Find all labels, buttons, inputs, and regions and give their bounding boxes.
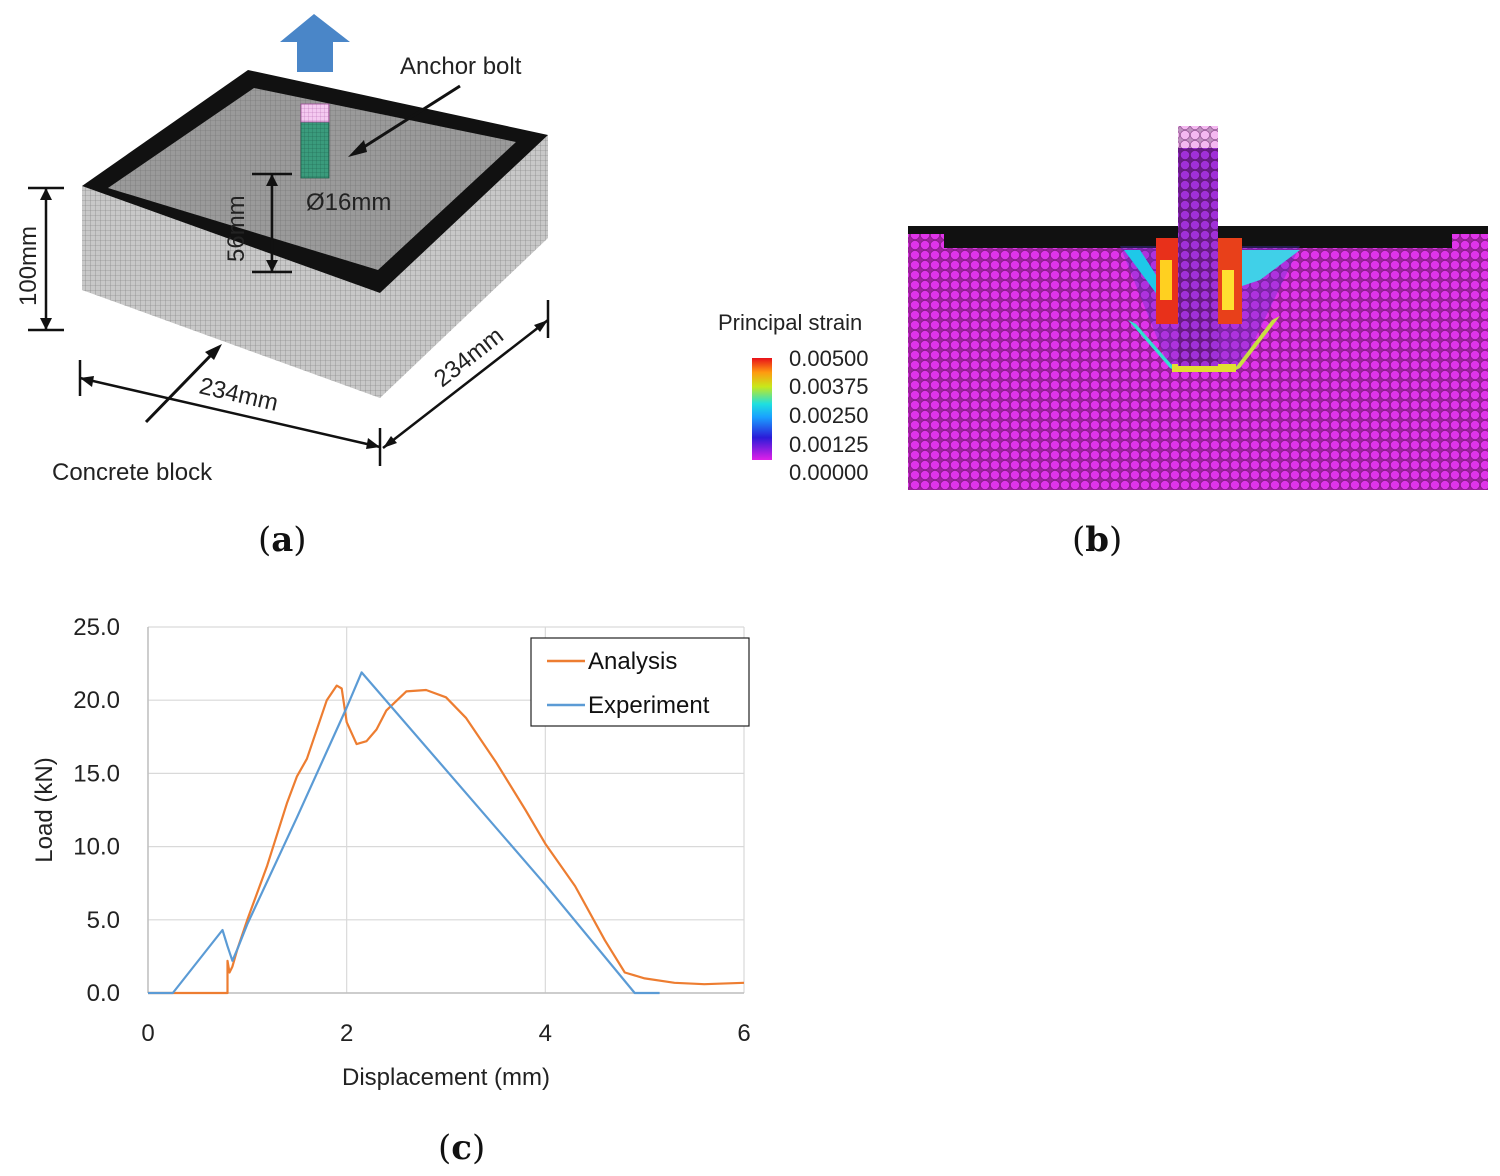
concrete-block-label: Concrete block <box>52 459 213 486</box>
legend-tick: 0.00250 <box>789 403 869 428</box>
legend-tick: 0.00125 <box>789 432 869 457</box>
x-tick-label: 6 <box>737 1020 750 1047</box>
anchor-bolt-shaft <box>300 121 330 179</box>
y-axis-title: Load (kN) <box>31 757 58 862</box>
block-top-mesh <box>108 88 516 270</box>
bolt-head-particles <box>1178 126 1218 148</box>
block-side-face <box>380 135 548 398</box>
y-tick-label: 25.0 <box>73 614 120 641</box>
failure-cone-band-right <box>1232 316 1280 372</box>
x-tick-label: 0 <box>141 1020 154 1047</box>
anchor-bolt-label: Anchor bolt <box>400 53 522 80</box>
legend-tick: 0.00375 <box>789 374 869 399</box>
legend-color-bar <box>752 358 772 460</box>
y-tick-label: 10.0 <box>73 834 120 861</box>
pull-arrow-icon <box>280 14 350 72</box>
diameter-label: Ø16mm <box>306 189 391 216</box>
panel-a-block-model: Anchor bolt Ø16mm 56mm 100mm 234mm 234mm… <box>15 14 550 486</box>
legend-tick: 0.00000 <box>789 460 869 485</box>
width-front-label: 234mm <box>197 373 281 417</box>
height-label: 100mm <box>15 226 42 306</box>
y-tick-label: 5.0 <box>87 907 120 934</box>
x-axis-title: Displacement (mm) <box>342 1064 550 1091</box>
anchor-bolt-head <box>300 103 330 123</box>
bolt-particles <box>1178 146 1218 366</box>
y-tick-label: 15.0 <box>73 760 120 787</box>
panel-c-load-displacement-chart: 0.0 5.0 10.0 15.0 20.0 25.0 0 2 4 6 AnalysisExperi… <box>31 614 751 1091</box>
y-tick-label: 0.0 <box>87 980 120 1007</box>
legend-tick: 0.00500 <box>789 346 869 371</box>
panel-b-strain-model: Principal strain 0.00500 0.00375 0.00250… <box>718 126 1488 490</box>
x-tick-label: 2 <box>340 1020 353 1047</box>
x-tick-label: 4 <box>539 1020 552 1047</box>
embed-depth-label: 56mm <box>223 195 250 262</box>
legend-box <box>530 637 750 727</box>
panel-c-caption: (c) <box>438 1128 486 1168</box>
block-front-face <box>82 186 380 398</box>
failure-cone-band-left <box>1128 320 1178 372</box>
series-line-experiment <box>148 671 660 995</box>
panel-b-caption: (b) <box>1072 520 1123 560</box>
legend-title: Principal strain <box>718 310 862 335</box>
legend-label: Analysis <box>588 648 677 675</box>
y-tick-label: 20.0 <box>73 687 120 714</box>
failure-cone-high-right <box>1242 250 1300 286</box>
legend-label: Experiment <box>588 692 710 719</box>
panel-a-caption: (a) <box>258 520 307 560</box>
